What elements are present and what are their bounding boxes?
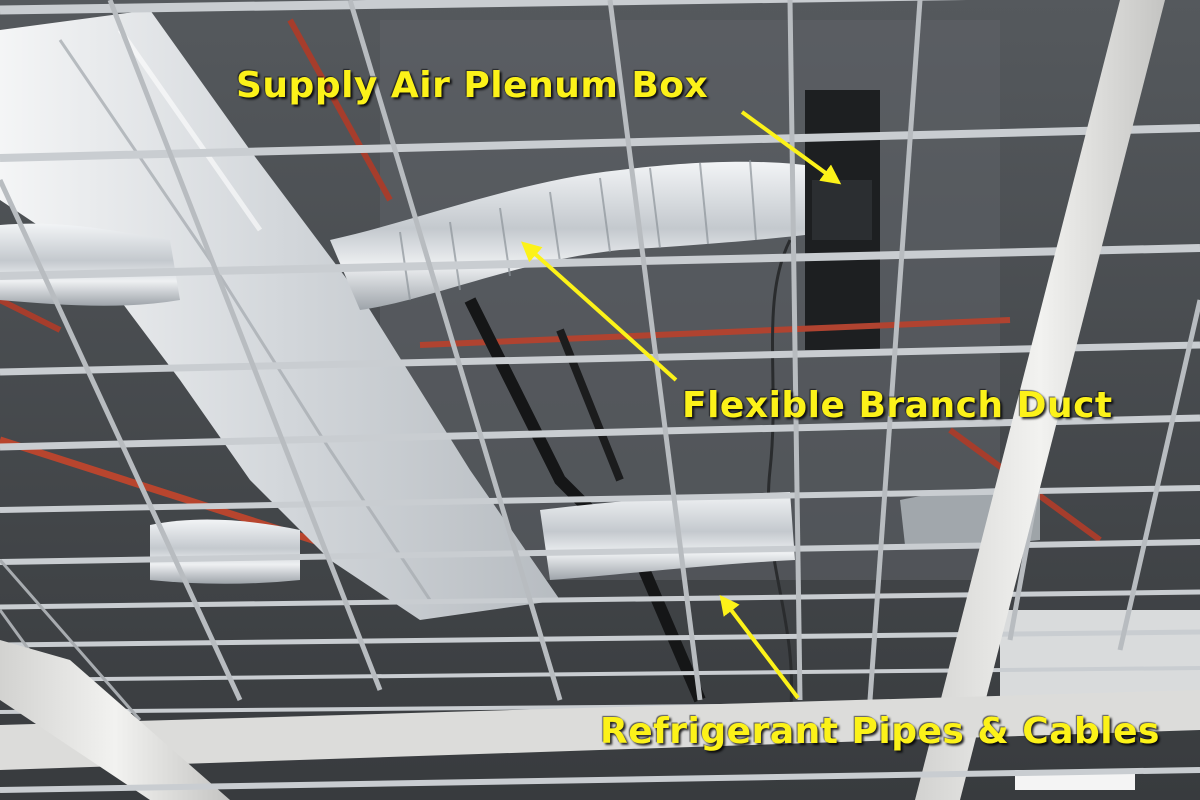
sprinkler-pipe (287, 18, 393, 202)
flexible-duct-left (0, 223, 180, 306)
refrigerant-pipes-arrow (719, 594, 800, 700)
plenum-box-face (812, 180, 872, 240)
sprinkler-pipe (419, 317, 1011, 348)
main-insulated-duct (0, 10, 560, 620)
plenum-box-arrow (740, 110, 842, 185)
ceiling-grid-runners (0, 0, 1200, 714)
support-beam-left (0, 640, 230, 800)
refrigerant-pipes-cables-label: Refrigerant Pipes & Cables (600, 711, 1160, 752)
flexible-duct-lower (540, 492, 795, 580)
bottom-rail (0, 767, 1200, 793)
main-duct-crease (117, 28, 263, 232)
flexible-branch-duct-label: Flexible Branch Duct (682, 385, 1113, 426)
refrigerant-pipe (556, 328, 624, 482)
support-beam-bottom (0, 690, 1200, 770)
main-duct-crease (58, 39, 432, 601)
sprinkler-pipe (0, 297, 62, 333)
flexible-duct-lower-left (150, 519, 300, 584)
branch-duct-arrow (521, 241, 678, 382)
support-beam-right (915, 0, 1165, 800)
flexible-branch-duct (330, 161, 805, 310)
supply-air-plenum-box-label: Supply Air Plenum Box (236, 65, 709, 106)
